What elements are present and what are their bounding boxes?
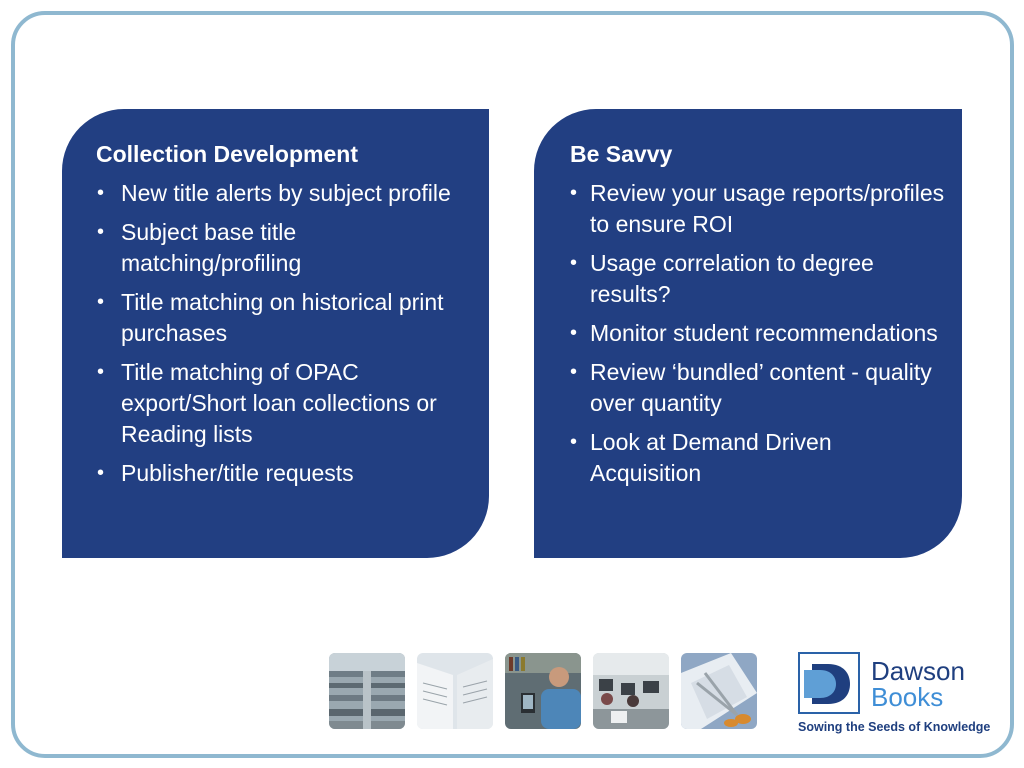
bullet-icon: • xyxy=(570,322,578,344)
list-item: •Look at Demand Driven Acquisition xyxy=(570,429,832,486)
bullet-icon: • xyxy=(97,291,105,313)
open-book-photo xyxy=(417,653,493,729)
library-photo xyxy=(329,653,405,729)
list-item: •Publisher/title requests xyxy=(96,458,469,489)
scissors-papers-photo xyxy=(681,653,757,729)
computer-lab-photo xyxy=(593,653,669,729)
bullet-list: •Review your usage reports/profiles to e… xyxy=(570,178,946,489)
logo-tagline: Sowing the Seeds of Knowledge xyxy=(798,720,991,734)
student-tablet-photo xyxy=(505,653,581,729)
list-item: •New title alerts by subject profile xyxy=(96,178,469,209)
bullet-icon: • xyxy=(97,221,105,243)
panel-title: Collection Development xyxy=(96,141,358,167)
bullet-icon: • xyxy=(570,431,578,453)
bullet-icon: • xyxy=(97,462,105,484)
logo-mark-icon xyxy=(798,652,860,714)
list-item: •Title matching on historical print purc… xyxy=(97,289,444,346)
logo-name-line2: Books xyxy=(871,682,944,712)
list-item: •Review ‘bundled’ content - quality over… xyxy=(570,359,932,416)
logo-name-line1: Dawson xyxy=(871,656,965,686)
list-item: •Review your usage reports/profiles to e… xyxy=(570,180,945,237)
bullet-icon: • xyxy=(570,361,578,383)
list-item: •Subject base title matching/profiling xyxy=(97,219,302,276)
be-savvy-panel: Be Savvy •Review your usage reports/prof… xyxy=(534,109,962,558)
panel-title: Be Savvy xyxy=(570,141,673,167)
bullet-icon: • xyxy=(97,182,105,204)
bullet-icon: • xyxy=(570,252,578,274)
dawson-books-logo: Dawson Books Sowing the Seeds of Knowled… xyxy=(795,652,995,736)
list-item: •Title matching of OPAC export/Short loa… xyxy=(97,359,437,447)
bullet-list: •New title alerts by subject profile •Su… xyxy=(96,178,469,489)
bullet-icon: • xyxy=(97,361,105,383)
bullet-icon: • xyxy=(570,182,578,204)
list-item: •Monitor student recommendations xyxy=(570,318,946,349)
collection-development-panel: Collection Development •New title alerts… xyxy=(62,109,489,558)
list-item: •Usage correlation to degree results? xyxy=(570,250,874,307)
